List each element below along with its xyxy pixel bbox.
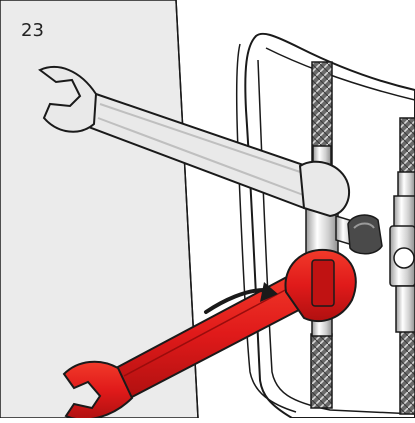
rotation-arrow (204, 282, 278, 314)
braided-hose-left (310, 61, 333, 409)
upper-wrench-jaw (38, 66, 98, 133)
cabinet-rim (235, 43, 297, 413)
lower-red-wrench (62, 248, 357, 421)
upper-wrench (38, 66, 350, 218)
valve-handle (347, 214, 383, 255)
step-number: 23 (21, 20, 44, 41)
shutoff-valve-right (389, 171, 415, 333)
red-wrench-jaw (62, 360, 134, 421)
